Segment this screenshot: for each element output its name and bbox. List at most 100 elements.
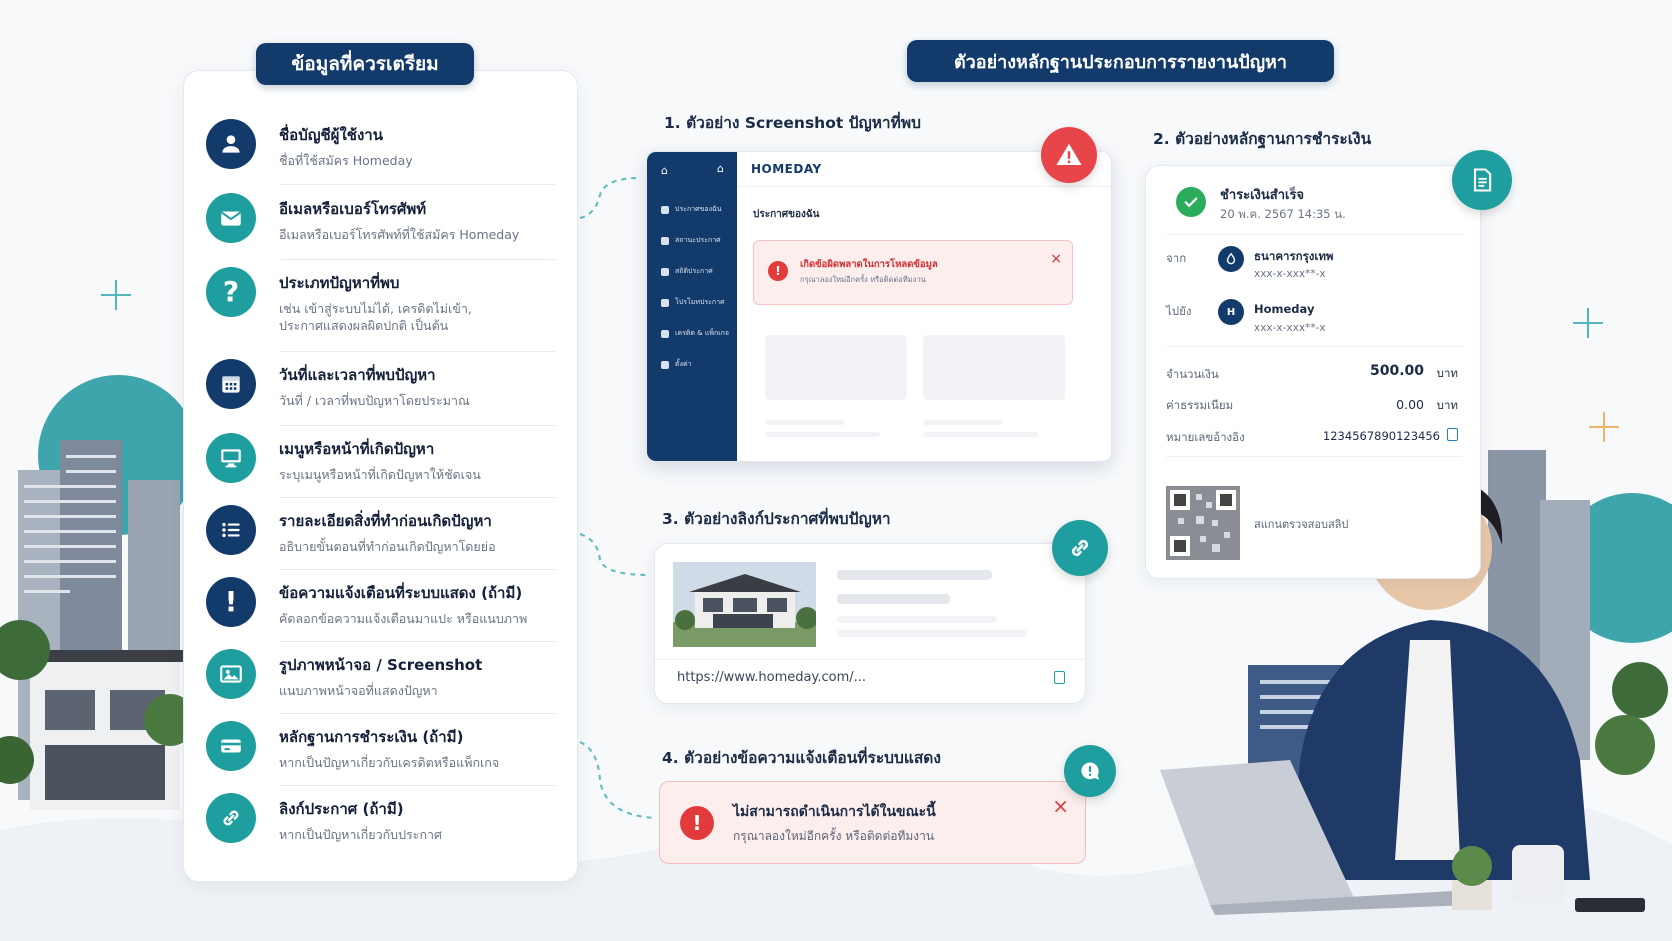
mock-menu-item: ตั้งค่า — [661, 359, 692, 370]
envelope-icon — [206, 193, 256, 243]
to-label: ไปยัง — [1166, 304, 1192, 318]
mock-error-title: เกิดข้อผิดพลาดในการโหลดข้อมูล — [800, 259, 938, 270]
qr-caption: สแกนตรวจสอบสลิป — [1254, 518, 1349, 531]
currency: บาท — [1436, 366, 1458, 380]
checklist-item-alert-message: ! ข้อความแจ้งเตือนที่ระบบแสดง (ถ้ามี) คัด… — [206, 577, 556, 627]
checklist-desc: วันที่ / เวลาที่พบปัญหาโดยประมาณ — [279, 393, 470, 408]
link-icon — [1052, 520, 1108, 576]
mock-sidebar: ⌂ ประกาศของฉัน สถานะประกาศ สถิติประกาศ โ… — [647, 152, 737, 461]
checklist-title: รูปภาพหน้าจอ / Screenshot — [279, 656, 483, 674]
checklist-item-menu: เมนูหรือหน้าที่เกิดปัญหาระบุเมนูหรือหน้า… — [206, 433, 556, 483]
question-icon: ? — [206, 267, 256, 317]
mock-brand: HOMEDAY — [751, 162, 822, 176]
from-label: จาก — [1166, 251, 1187, 265]
mock-menu-item: สถานะประกาศ — [661, 235, 721, 246]
reference-label: หมายเลขอ้างอิง — [1166, 430, 1245, 444]
checklist-item-listing-link: ลิงก์ประกาศ (ถ้ามี) หากเป็นปัญหาเกี่ยวกับ… — [206, 793, 556, 843]
alert-title: ไม่สามารถดำเนินการได้ในขณะนี้ — [733, 804, 936, 820]
mock-page-title: ประกาศของฉัน — [753, 209, 820, 220]
checklist-desc: เช่น เข้าสู่ระบบไม่ได้, เครดิตไม่เข้า, — [279, 301, 472, 316]
mock-main: ⌂ HOMEDAY ประกาศของฉัน ! เกิดข้อผิดพลาดใ… — [717, 152, 1111, 461]
checklist-title: ประเภทปัญหาที่พบ — [279, 274, 400, 292]
checklist-desc: หากเป็นปัญหาเกี่ยวกับเครดิตหรือแพ็กเกจ — [279, 755, 500, 770]
checklist-title: อีเมลหรือเบอร์โทรศัพท์ — [279, 200, 427, 218]
checklist-card: ชื่อบัญชีผู้ใช้งานชื่อที่ใช้สมัคร Homeda… — [183, 70, 578, 882]
payment-datetime: 20 พ.ค. 2567 14:35 น. — [1220, 207, 1346, 221]
mock-menu-item: โปรโมทประกาศ — [661, 297, 725, 308]
section-title-link: 3. ตัวอย่างลิงก์ประกาศที่พบปัญหา — [662, 510, 891, 528]
payment-status: ชำระเงินสำเร็จ — [1220, 188, 1305, 203]
alert-desc: กรุณาลองใหม่อีกครั้ง หรือติดต่อทีมงาน — [733, 829, 935, 843]
checklist-desc: คัดลอกข้อความแจ้งเตือนมาแปะ หรือแนบภาพ — [279, 611, 528, 626]
mock-menu-item: เครดิต & แพ็กเกจ — [661, 328, 729, 339]
from-bank: ธนาคารกรุงเทพ — [1254, 249, 1334, 263]
payment-proof-card: ชำระเงินสำเร็จ 20 พ.ค. 2567 14:35 น. จาก… — [1145, 165, 1481, 579]
system-alert-example: ! ไม่สามารถดำเนินการได้ในขณะนี้ กรุณาลอง… — [659, 781, 1086, 864]
check-icon — [1176, 187, 1206, 217]
link-icon — [206, 793, 256, 843]
evidence-header: ตัวอย่างหลักฐานประกอบการรายงานปัญหา — [907, 40, 1334, 82]
mock-error-desc: กรุณาลองใหม่อีกครั้ง หรือติดต่อทีมงาน — [800, 275, 926, 284]
chat-alert-icon — [1064, 745, 1116, 797]
checklist-title: วันที่และเวลาที่พบปัญหา — [279, 366, 436, 384]
checklist-item-account: ชื่อบัญชีผู้ใช้งานชื่อที่ใช้สมัคร Homeda… — [206, 119, 556, 169]
checklist-item-datetime: วันที่และเวลาที่พบปัญหาวันที่ / เวลาที่พ… — [206, 359, 556, 409]
checklist-header: ข้อมูลที่ควรเตรียม — [256, 43, 474, 85]
calendar-icon — [206, 359, 256, 409]
document-icon — [1452, 150, 1512, 210]
checklist-title: ชื่อบัญชีผู้ใช้งาน — [279, 126, 383, 144]
fee-label: ค่าธรรมเนียม — [1166, 398, 1234, 412]
checklist-desc-2: ประกาศแสดงผลผิดปกติ เป็นต้น — [279, 318, 449, 333]
bank-icon — [1218, 246, 1244, 272]
error-icon: ! — [768, 261, 788, 281]
from-account: xxx-x-xxx**-x — [1254, 268, 1326, 280]
to-account: xxx-x-xxx**-x — [1254, 322, 1326, 334]
checklist-desc: แนบภาพหน้าจอที่แสดงปัญหา — [279, 683, 438, 698]
list-icon — [206, 505, 256, 555]
listing-url[interactable]: https://www.homeday.com/... — [677, 670, 867, 685]
checklist-title: หลักฐานการชำระเงิน (ถ้ามี) — [279, 728, 464, 746]
checklist-desc: อธิบายขั้นตอนที่ทำก่อนเกิดปัญหาโดยย่อ — [279, 539, 496, 554]
amount-label: จำนวนเงิน — [1166, 367, 1219, 381]
home-icon: ⌂ — [717, 162, 724, 175]
credit-card-icon — [206, 721, 256, 771]
section-title-screenshot: 1. ตัวอย่าง Screenshot ปัญหาที่พบ — [664, 114, 921, 132]
close-icon[interactable]: × — [1052, 794, 1069, 818]
checklist-desc: อีเมลหรือเบอร์โทรศัพท์ที่ใช้สมัคร Homeda… — [279, 227, 520, 242]
mock-error-banner: ! เกิดข้อผิดพลาดในการโหลดข้อมูล กรุณาลอง… — [753, 240, 1073, 305]
checklist-item-problem-type: ? ประเภทปัญหาที่พบเช่น เข้าสู่ระบบไม่ได้… — [206, 267, 556, 334]
listing-link-card: https://www.homeday.com/... — [654, 543, 1086, 704]
monitor-icon — [206, 433, 256, 483]
currency: บาท — [1436, 398, 1458, 412]
warning-icon — [1041, 127, 1097, 183]
exclamation-icon: ! — [206, 577, 256, 627]
section-title-alert: 4. ตัวอย่างข้อความแจ้งเตือนที่ระบบแสดง — [662, 749, 941, 767]
checklist-title: เมนูหรือหน้าที่เกิดปัญหา — [279, 440, 435, 458]
fee-value: 0.00 — [1396, 397, 1424, 412]
qr-code-icon — [1166, 486, 1240, 560]
checklist-desc: ชื่อที่ใช้สมัคร Homeday — [279, 153, 413, 168]
checklist-item-contact: อีเมลหรือเบอร์โทรศัพท์อีเมลหรือเบอร์โทรศ… — [206, 193, 556, 243]
checklist-title: ลิงก์ประกาศ (ถ้ามี) — [279, 800, 404, 818]
amount-value: 500.00 — [1369, 363, 1424, 379]
listing-thumbnail — [673, 562, 816, 647]
checklist-desc: ระบุเมนูหรือหน้าที่เกิดปัญหาให้ชัดเจน — [279, 467, 481, 482]
screenshot-example: ⌂ ประกาศของฉัน สถานะประกาศ สถิติประกาศ โ… — [646, 151, 1112, 462]
mock-menu-item: สถิติประกาศ — [661, 266, 713, 277]
to-name: Homeday — [1254, 302, 1315, 316]
checklist-title: ข้อความแจ้งเตือนที่ระบบแสดง (ถ้ามี) — [279, 584, 523, 602]
section-title-payment: 2. ตัวอย่างหลักฐานการชำระเงิน — [1153, 130, 1372, 148]
close-icon[interactable]: × — [1050, 251, 1062, 267]
checklist-item-screenshot: รูปภาพหน้าจอ / Screenshot แนบภาพหน้าจอที่… — [206, 649, 556, 699]
copy-icon[interactable] — [1447, 428, 1458, 441]
error-icon: ! — [680, 806, 714, 840]
user-icon — [206, 119, 256, 169]
image-icon — [206, 649, 256, 699]
checklist-title: รายละเอียดสิ่งที่ทำก่อนเกิดปัญหา — [279, 512, 492, 530]
checklist-desc: หากเป็นปัญหาเกี่ยวกับประกาศ — [279, 827, 442, 842]
reference-value: 1234567890123456 — [1322, 429, 1440, 443]
homeday-logo-icon: H — [1218, 299, 1244, 325]
copy-icon[interactable] — [1054, 671, 1065, 684]
checklist-item-payment-proof: หลักฐานการชำระเงิน (ถ้ามี) หากเป็นปัญหาเก… — [206, 721, 556, 771]
